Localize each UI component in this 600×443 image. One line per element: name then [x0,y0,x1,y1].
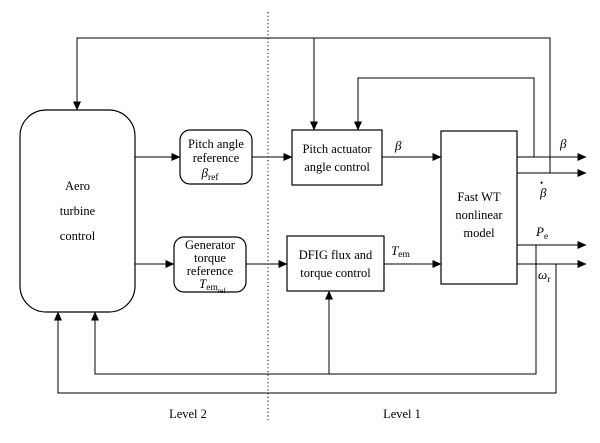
gen-ref-line-3: reference [187,264,234,278]
pitch-act-line-2: angle control [304,160,370,174]
feedback-lines [54,37,557,394]
beta-signal-label: β [394,138,402,153]
gen-ref-line-2: torque [194,251,226,265]
aero-turbine-control-block: Aero turbine control [19,109,136,313]
feedback-bottom-outer [54,264,557,394]
aero-label-line-1: Aero [65,179,90,193]
pitch-act-line-1: Pitch actuator [302,142,372,156]
pitch-actuator-block: Pitch actuator angle control [291,129,383,186]
pe-output-label: Pe [535,224,548,242]
tem-signal-label: Tem [391,243,410,260]
generator-torque-reference-block: Generator torque reference Temref [173,236,247,295]
gen-ref-line-1: Generator [185,238,236,252]
pitch-ref-line-1: Pitch angle [188,137,244,151]
beta-ref-symbol: βref [200,165,219,183]
forward-arrows [135,153,442,268]
dfig-line-1: DFIG flux and [299,248,373,262]
pitch-ref-line-2: reference [193,151,240,165]
level-1-label: Level 1 [383,407,421,421]
beta-output-label: β [559,136,567,151]
beta-dot-mark: • [540,178,543,188]
tem-ref-symbol: Temref [199,276,226,295]
wt-line-2: nonlinear [455,208,503,222]
output-arrows [517,153,587,268]
dfig-control-block: DFIG flux and torque control [286,235,385,292]
feedback-bottom-inner [91,245,537,375]
level-2-label: Level 2 [169,407,207,421]
pitch-angle-reference-block: Pitch angle reference βref [179,129,253,185]
fast-wt-model-block: Fast WT nonlinear model [440,130,518,285]
wr-output-label: ωr [538,267,551,285]
feedback-beta-to-actuator [354,77,535,157]
wt-line-1: Fast WT [457,190,501,204]
aero-label-line-3: control [60,229,96,243]
dfig-line-2: torque control [300,266,371,280]
wt-line-3: model [463,226,495,240]
beta-dot-output-label: β [539,185,547,200]
aero-label-line-2: turbine [60,204,96,218]
